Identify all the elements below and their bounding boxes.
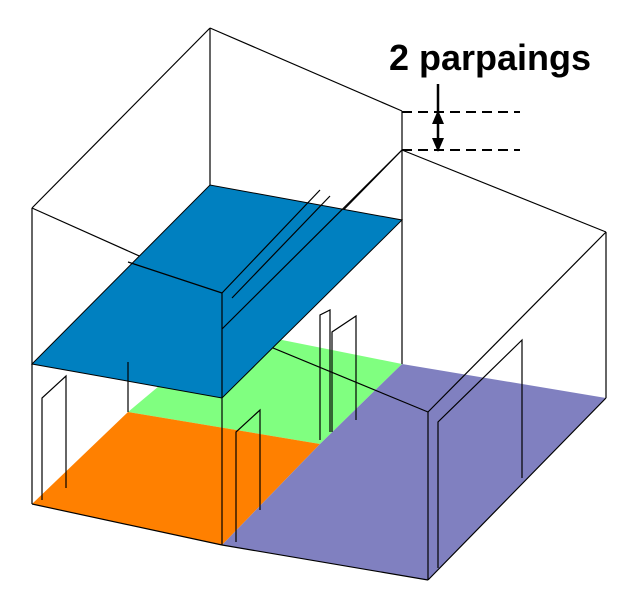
slab-overlay-edges	[127, 149, 403, 398]
room-left-floor	[32, 412, 320, 545]
arrow-up-head	[432, 110, 444, 124]
annotation-label: 2 parpaings	[389, 37, 592, 78]
room-right-floor	[222, 364, 606, 580]
outer-frame-edges	[31, 208, 607, 581]
height-dimension	[402, 84, 520, 152]
door-openings	[41, 309, 523, 568]
arrow-down-head	[432, 138, 444, 152]
